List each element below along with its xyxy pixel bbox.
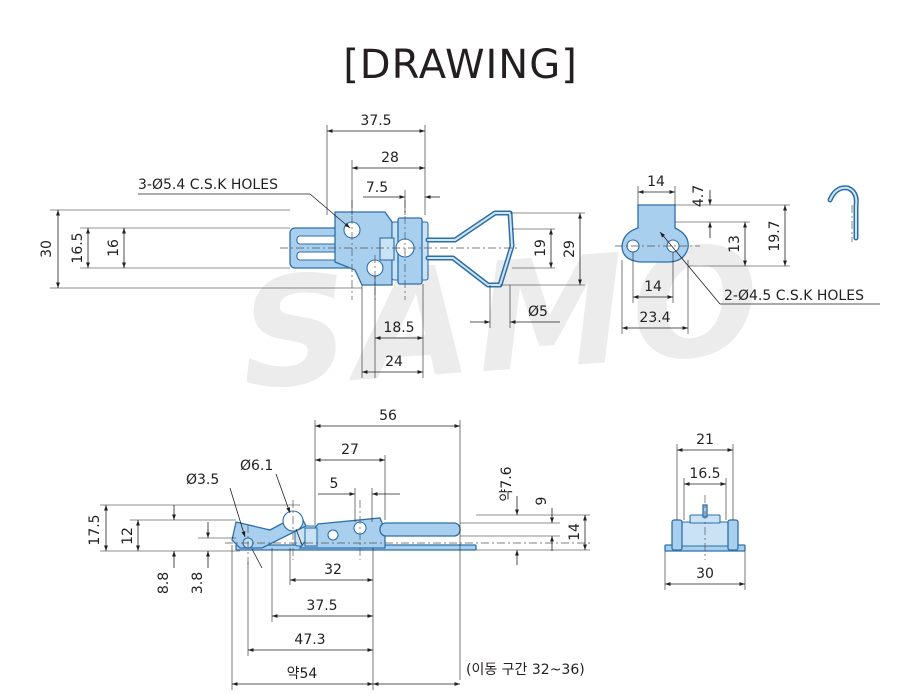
keeper-top-view: 14 4.7 13 19.7 14 23.4 (615, 174, 880, 334)
front-view: 21 16.5 30 (664, 432, 746, 590)
note-3-holes: 3-Ø5.4 C.S.K HOLES (138, 177, 278, 193)
dim-13-keeper: 13 (727, 235, 743, 253)
dim-dia-6-1-side: Ø6.1 (240, 458, 273, 474)
dim-17-5-side: 17.5 (87, 514, 103, 545)
dim-14-keeper-bottom: 14 (644, 279, 662, 295)
dim-37-5-side: 37.5 (306, 598, 337, 614)
dim-16-5-front: 16.5 (689, 466, 720, 482)
dim-3-8-side: 3.8 (190, 572, 206, 594)
dim-28-top: 28 (381, 150, 399, 166)
dim-16-5-top: 16.5 (70, 232, 86, 263)
dim-dia-3-5-side: Ø3.5 (186, 472, 219, 488)
dim-16-top: 16 (106, 239, 122, 257)
drawing-title: [DRAWING] (343, 42, 578, 88)
dim-12-side: 12 (120, 527, 136, 545)
dim-29-top: 29 (562, 240, 578, 258)
dim-4-7-keeper: 4.7 (691, 185, 707, 207)
dim-56-side: 56 (379, 408, 397, 424)
dim-27-side: 27 (341, 442, 359, 458)
note-2-holes: 2-Ø4.5 C.S.K HOLES (724, 288, 864, 304)
dim-14-keeper-top: 14 (647, 174, 665, 190)
dim-37-5-top: 37.5 (360, 113, 391, 129)
dim-23-4-keeper: 23.4 (639, 310, 670, 326)
dim-8-8-side: 8.8 (156, 572, 172, 594)
dim-7-5-top: 7.5 (366, 180, 388, 196)
side-view-latch (231, 510, 477, 551)
dim-14-side: 14 (567, 523, 583, 541)
dim-32-side: 32 (324, 562, 342, 578)
dim-30-top: 30 (39, 240, 55, 258)
dim-21-front: 21 (696, 432, 714, 448)
dim-dia-5-top: Ø5 (528, 304, 548, 320)
dim-19-7-keeper: 19.7 (767, 220, 783, 251)
dim-47-3-side: 47.3 (294, 632, 325, 648)
dim-30-front: 30 (696, 566, 714, 582)
dim-18-5-top: 18.5 (383, 320, 414, 336)
dim-54-side: 약54 (287, 666, 318, 682)
keeper-side-hook (827, 185, 859, 242)
dim-7-6-side: 약7.6 (499, 466, 515, 501)
top-view-wire-loop (425, 210, 515, 288)
dim-19-top: 19 (533, 239, 549, 257)
dim-9-side: 9 (534, 497, 550, 506)
note-travel-range: (이동 구간 32~36) (466, 662, 585, 678)
side-view: 56 27 5 Ø6.1 Ø3.5 17.5 (87, 408, 590, 690)
top-view-latch-body (289, 211, 429, 286)
dim-5-side: 5 (330, 476, 339, 492)
top-view: 37.5 28 7.5 3-Ø5.4 C.S.K HOLES 30 16.5 (39, 113, 585, 378)
dim-24-top: 24 (385, 354, 403, 370)
